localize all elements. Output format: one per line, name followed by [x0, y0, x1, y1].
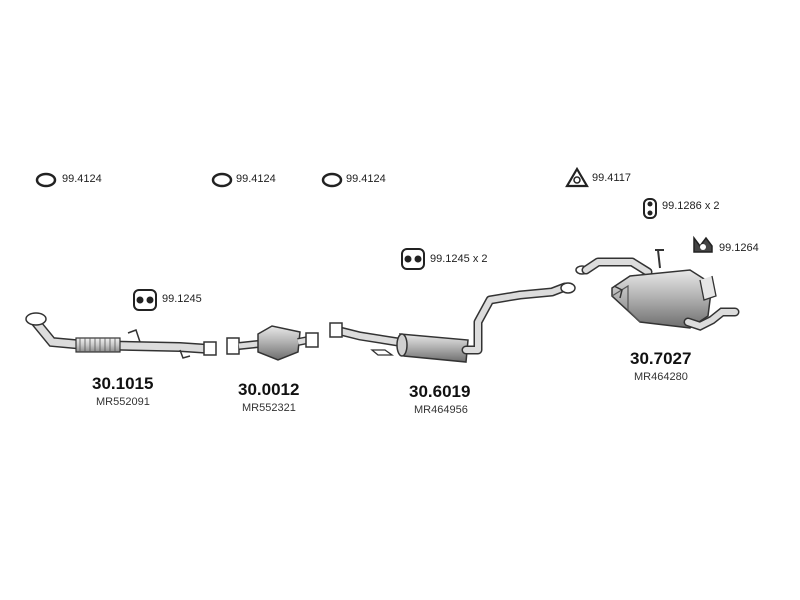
rubber-ring-icon: [401, 248, 425, 270]
oem-number: MR552321: [242, 402, 296, 414]
rubber-mount-icon: [693, 235, 713, 253]
hardware-label: 99.4117: [592, 172, 631, 184]
hardware-label: 99.4124: [62, 173, 102, 185]
hardware-label: 99.1245: [162, 293, 202, 305]
middle-silencer-icon: [329, 282, 576, 363]
front-pipe-icon: [25, 312, 217, 359]
part-number: 30.6019: [409, 382, 471, 401]
ring-gasket-icon: [211, 172, 233, 188]
hardware-label: 99.1245 x 2: [430, 253, 488, 265]
ring-gasket-icon: [35, 172, 57, 188]
ring-gasket-icon: [321, 172, 343, 188]
triangle-gasket-icon: [565, 166, 589, 188]
hardware-label: 99.4124: [236, 173, 276, 185]
part-number: 30.1015: [92, 374, 154, 393]
hardware-label: 99.4124: [346, 173, 386, 185]
hardware-label: 99.1286 x 2: [662, 200, 720, 212]
part-number: 30.7027: [630, 349, 692, 368]
catalytic-converter-icon: [226, 325, 319, 361]
rear-silencer-icon: [575, 249, 740, 331]
oem-number: MR464280: [634, 371, 688, 383]
rubber-hanger-icon: [643, 198, 657, 219]
rubber-ring-icon: [133, 289, 157, 311]
oem-number: MR552091: [96, 396, 150, 408]
oem-number: MR464956: [414, 404, 468, 416]
hardware-label: 99.1264: [719, 242, 759, 254]
part-number: 30.0012: [238, 380, 300, 399]
